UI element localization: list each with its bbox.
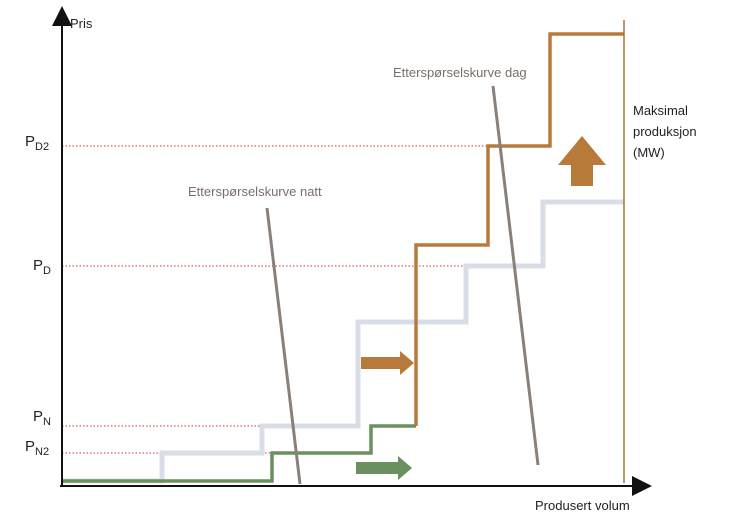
- capacity-label-1: Maksimal: [633, 103, 688, 118]
- price-label-pn: PN: [33, 408, 51, 428]
- x-axis-label: Produsert volum: [535, 498, 630, 513]
- night-demand-label: Etterspørselskurve natt: [188, 184, 322, 199]
- price-label-pn2: PN2: [25, 438, 49, 458]
- price-label-pd2: PD2: [25, 133, 49, 153]
- capacity-label-2: produksjon: [633, 124, 697, 139]
- price-label-pd: PD: [33, 257, 51, 277]
- supply-curve-low: [62, 424, 416, 483]
- day-demand-label: Etterspørselskurve dag: [393, 65, 527, 80]
- arrow-up-orange: [558, 136, 606, 186]
- arrow-right-green: [356, 456, 412, 480]
- y-axis-label: Pris: [70, 16, 93, 31]
- demand-curve-day: [491, 85, 540, 466]
- supply-curve-high: [414, 32, 624, 426]
- supply-curve-base: [62, 199, 624, 484]
- arrow-right-orange: [361, 351, 414, 375]
- capacity-label-3: (MW): [633, 145, 665, 160]
- demand-curve-night: [265, 207, 302, 485]
